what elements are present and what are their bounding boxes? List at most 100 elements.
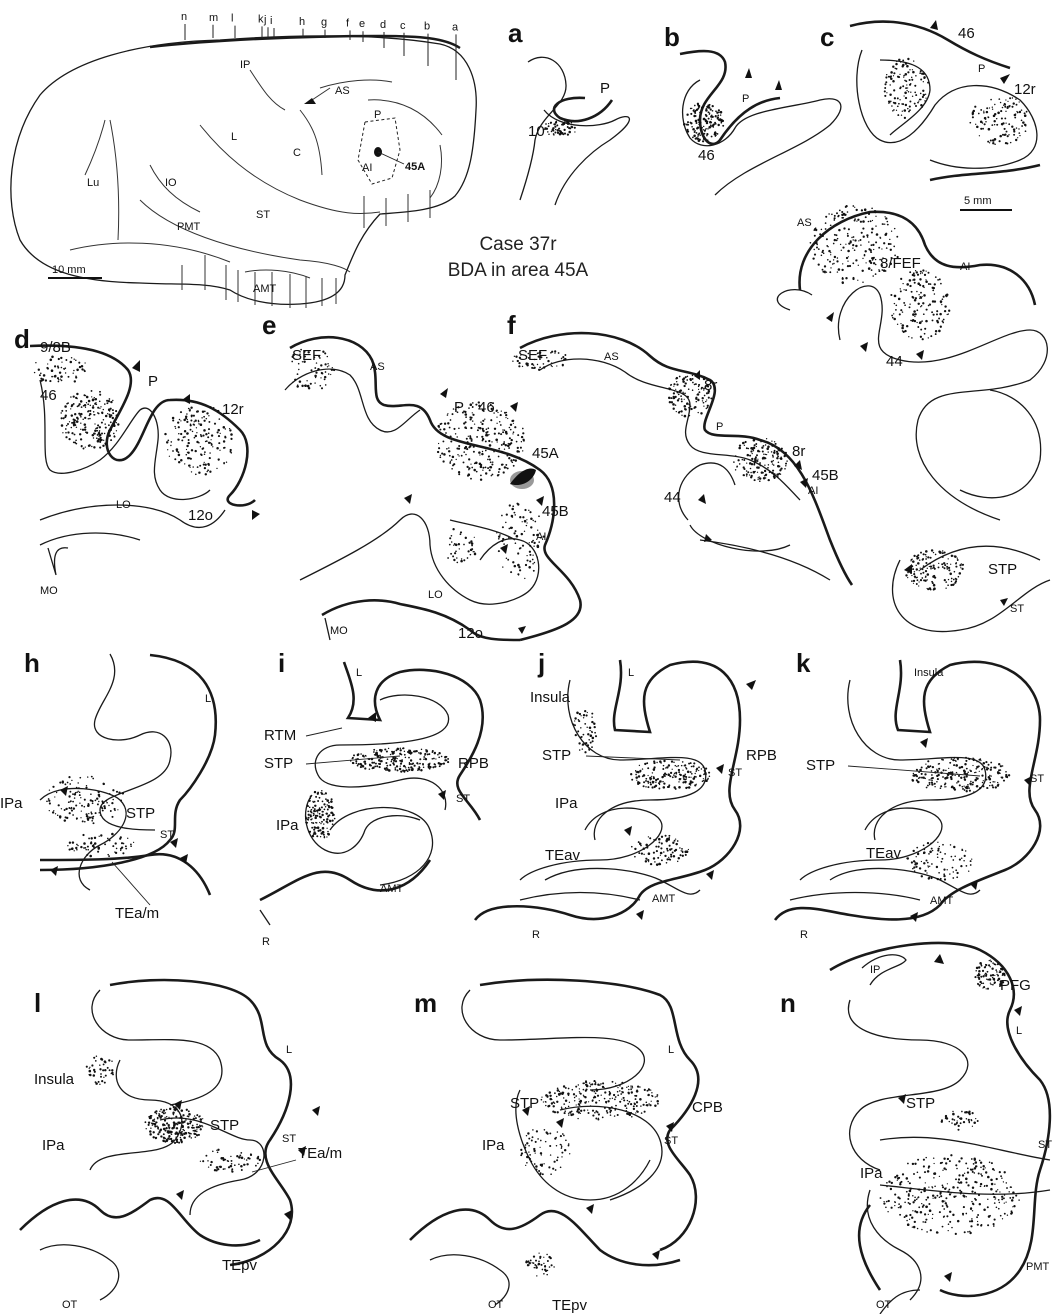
panel-m-label-l: L: [668, 1044, 674, 1056]
panel-h-label-st: ST: [160, 829, 174, 841]
panel-h-label-tea-m: TEa/m: [115, 905, 159, 922]
label-dots-f2: [733, 438, 788, 482]
caption-injection: BDA in area 45A: [448, 260, 589, 281]
section-tick-label-g: g: [321, 17, 327, 29]
panel-b-label-46: 46: [698, 147, 715, 164]
panel-n-label-ip: IP: [870, 964, 880, 976]
panel-f-label-8r-b: 8r: [792, 443, 805, 460]
section-tick-label-f: f: [346, 17, 350, 29]
panel-e-label-46: 46: [478, 399, 495, 416]
section-tick-label-b: b: [424, 21, 430, 33]
panel-e-label-p: P: [454, 399, 464, 416]
panel-d-label-9-8b: 9/8B: [40, 339, 71, 356]
panel-n-label-stp: STP: [906, 1095, 935, 1112]
brain-label-ip: IP: [240, 59, 250, 71]
panel-i-label-amt: AMT: [380, 883, 404, 895]
panel-l: l Insula L STP ST IPa TEa/m TEpv OT: [20, 980, 342, 1311]
brain-label-ai: AI: [362, 162, 372, 174]
panel-label-d: d: [14, 324, 30, 354]
label-dots-m3: [525, 1252, 555, 1276]
panel-label-i: i: [278, 648, 285, 678]
label-dots-m2: [520, 1129, 570, 1175]
section-tick-label-j: j: [263, 14, 266, 26]
panel-k-label-st: ST: [1030, 773, 1044, 785]
panel-f-label-8r-a: 8r: [704, 377, 717, 394]
panel-f-label-44: 44: [664, 489, 681, 506]
panel-e-label-ai: AI: [536, 531, 546, 543]
panel-c-label-p: P: [978, 63, 985, 75]
panel-c: c 46 P 12r: [820, 20, 1040, 180]
panel-i-label-rtm: RTM: [264, 727, 296, 744]
panel-e-label-mo: MO: [330, 625, 348, 637]
panel-m: m L STP CPB ST IPa OT TEpv: [410, 980, 723, 1314]
panel-l-label-ipa: IPa: [42, 1137, 65, 1154]
section-tick-label-d: d: [380, 19, 386, 31]
label-dots-c2: [969, 97, 1027, 145]
panel-n-label-pmt: PMT: [1026, 1261, 1050, 1273]
panel-f-label-45b: 45B: [812, 467, 839, 484]
panel-m-label-st: ST: [664, 1135, 678, 1147]
panel-c-label-46: 46: [958, 25, 975, 42]
panel-i-label-ipa: IPa: [276, 817, 299, 834]
brain-label-io: IO: [165, 177, 177, 189]
brain-label-p: P: [374, 109, 381, 121]
panel-k-label-amt: AMT: [930, 895, 954, 907]
panel-k-label-l: Insula: [914, 667, 944, 679]
panel-f: f SEF AS 8r P 8r 45B AI 44: [507, 310, 852, 585]
panel-i-label-l: L: [356, 667, 362, 679]
brain-label-pmt: PMT: [177, 221, 201, 233]
panel-b-label-p: P: [742, 93, 749, 105]
panel-g-label-8fef: 8/FEF: [880, 255, 921, 272]
lunate-sulcus: [110, 120, 119, 240]
panel-label-a: a: [508, 18, 523, 48]
panel-l-label-ot: OT: [62, 1299, 78, 1311]
panel-j-label-amt: AMT: [652, 893, 676, 905]
brain-label-45a: 45A: [405, 161, 425, 173]
panel-j-label-teav: TEav: [545, 847, 581, 864]
label-dots-i1: [350, 747, 449, 772]
panel-n: n IP PFG L STP ST IPa PMT OT: [780, 943, 1052, 1314]
panel-k-label-stp: STP: [806, 757, 835, 774]
scale-bar-sections-label: 5 mm: [964, 195, 992, 207]
panel-f-label-ai: AI: [808, 485, 818, 497]
panel-h-label-l: L: [205, 693, 211, 705]
panel-label-k: k: [796, 648, 811, 678]
panel-d-label-lo: LO: [116, 499, 131, 511]
label-dots-g2: [890, 269, 950, 340]
panel-label-e: e: [262, 310, 276, 340]
panel-d-label-46: 46: [40, 387, 57, 404]
panel-n-label-ipa: IPa: [860, 1165, 883, 1182]
section-tick-label-n: n: [181, 11, 187, 23]
section-lines-bottom: [182, 190, 430, 308]
panel-n-label-l: L: [1016, 1025, 1022, 1037]
panel-b: b 46 P: [664, 22, 841, 195]
label-dots-n3: [941, 1110, 979, 1130]
panel-k-label-teav: TEav: [866, 845, 902, 862]
panel-g-label-as: AS: [797, 217, 812, 229]
brain-label-as: AS: [335, 85, 350, 97]
panel-f-label-p: P: [716, 421, 723, 433]
panel-label-f: f: [507, 310, 516, 340]
label-dots-k2: [906, 842, 972, 881]
panel-m-label-ot: OT: [488, 1299, 504, 1311]
brain-label-amt: AMT: [253, 283, 277, 295]
panel-i: i L RTM RPB STP ST IPa AMT R: [260, 648, 489, 948]
panel-d-label-12r: 12r: [222, 401, 244, 418]
label-dots-d1: [60, 390, 119, 450]
section-tick-label-a: a: [452, 21, 459, 33]
label-dots-c1: [884, 58, 929, 119]
label-dots-j2: [631, 835, 689, 866]
panel-m-label-ipa: IPa: [482, 1137, 505, 1154]
label-dots-h1: [46, 776, 124, 824]
panel-l-label-stp: STP: [210, 1117, 239, 1134]
panel-e-label-12o: 12o: [458, 625, 483, 642]
brain-label-lu: Lu: [87, 177, 99, 189]
panel-label-m: m: [414, 988, 437, 1018]
panel-e-label-as: AS: [370, 361, 385, 373]
caption-case: Case 37r: [479, 234, 557, 255]
label-dots-l2: [200, 1149, 261, 1173]
label-dots-j1: [630, 760, 710, 790]
panel-l-label-l: L: [286, 1044, 292, 1056]
